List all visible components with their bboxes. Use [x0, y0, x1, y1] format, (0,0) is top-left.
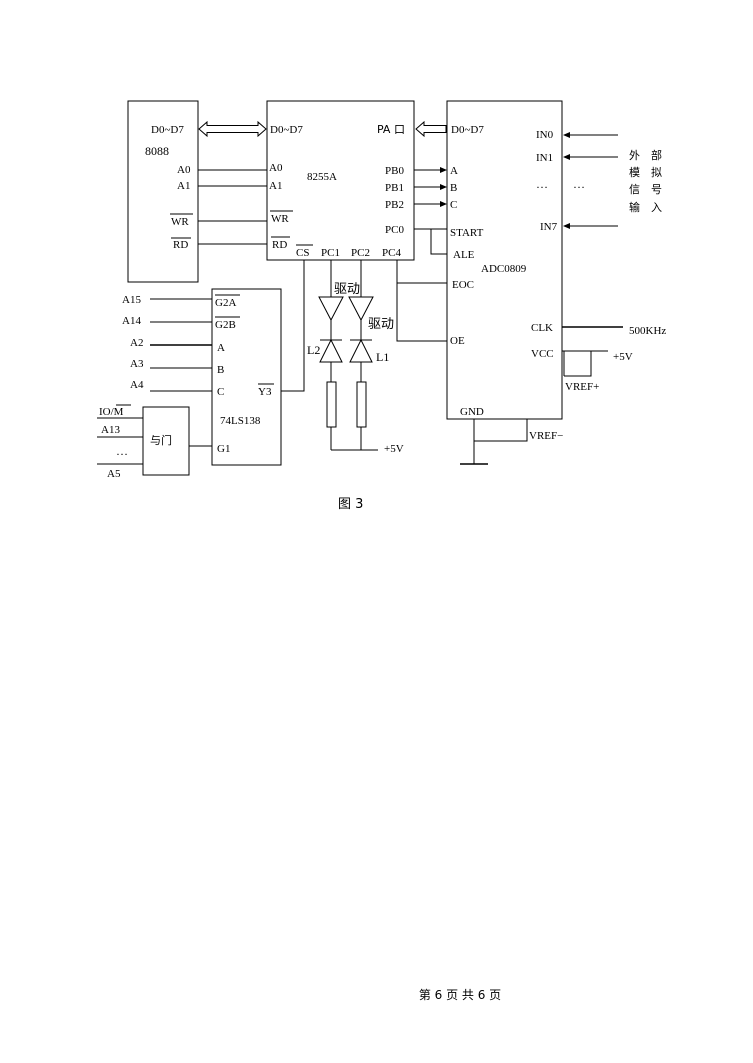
figure-caption: 图 3: [338, 497, 363, 512]
ppi-pc0-label: PC0: [385, 224, 404, 236]
dec-g1-label: G1: [217, 443, 230, 455]
data-bus-arrow-left: [198, 120, 267, 138]
adc-eoc-label: EOC: [452, 279, 474, 291]
analog-line-3: 信 号: [629, 183, 662, 196]
vcc-supply-label: +5V: [613, 351, 633, 363]
ppi-cs-label: CS: [296, 247, 309, 259]
dec-g2b-label: G2B: [215, 319, 236, 331]
decoder-74ls138: G2A G2B A B C Y3 74LS138 G1 A15 A14 A2 A…: [122, 288, 282, 466]
cpu-a0-label: A0: [177, 164, 191, 176]
dec-in-a2: A2: [130, 337, 143, 349]
ppi-pc2-label: PC2: [351, 247, 370, 259]
dec-c-label: C: [217, 386, 224, 398]
dec-a-label: A: [217, 342, 225, 354]
dec-name: 74LS138: [220, 415, 261, 427]
driver-label-1: 驱动: [334, 282, 360, 297]
chip-8255a: D0~D7 A0 A1 8255A WR RD PA 口 PB0 PB1 PB2…: [266, 100, 415, 261]
cpu-name: 8088: [145, 144, 169, 158]
ppi-pc1-label: PC1: [321, 247, 340, 259]
dec-g2a-label: G2A: [215, 297, 236, 309]
cpu-data-bus-label: D0~D7: [151, 124, 184, 136]
dec-in-a14: A14: [122, 315, 141, 327]
chip-adc0809: D0~D7 A B C START ALE ADC0809 EOC OE IN0…: [446, 100, 599, 442]
data-bus-arrow-right: [415, 120, 447, 138]
ppi-a1-label: A1: [269, 180, 282, 192]
dec-in-a15: A15: [122, 294, 141, 306]
plus5v-label: +5V: [384, 443, 404, 455]
and-in-a5: A5: [107, 468, 121, 480]
adc-name: ADC0809: [481, 263, 527, 275]
led-driver: 驱动 驱动 L2 L1 +5V: [307, 282, 404, 455]
cpu-wr-label: WR: [171, 216, 189, 228]
ppi-a0-label: A0: [269, 162, 283, 174]
adc-clk-label: CLK: [531, 322, 553, 334]
dec-y3-label: Y3: [258, 386, 272, 398]
and-gate: 与门 IO/M A13 … A5: [99, 404, 190, 480]
adc-vref-plus-label: VREF+: [565, 381, 599, 393]
cpu-rd-label: RD: [173, 239, 188, 251]
adc-start-label: START: [450, 227, 484, 239]
and-in-io-m: IO/M: [99, 406, 124, 418]
page-footer: 第 6 页 共 6 页: [418, 988, 502, 1002]
analog-line-4: 输 入: [629, 200, 662, 214]
driver-label-2: 驱动: [368, 317, 394, 332]
adc-a-label: A: [450, 165, 458, 177]
adc-c-label: C: [450, 199, 457, 211]
led-l1-label: L1: [376, 350, 389, 364]
and-in-a13: A13: [101, 424, 120, 436]
adc-in1-label: IN1: [536, 152, 553, 164]
adc-b-label: B: [450, 182, 457, 194]
adc-dots-label: …: [536, 177, 548, 191]
ppi-pb2-label: PB2: [385, 199, 404, 211]
wiring: [97, 120, 623, 465]
adc-in0-label: IN0: [536, 129, 554, 141]
adc-ale-label: ALE: [453, 249, 475, 261]
adc-vref-minus-label: VREF−: [529, 430, 563, 442]
led-l2-label: L2: [307, 343, 320, 357]
cpu-8088: D0~D7 8088 A0 A1 WR RD: [127, 100, 199, 283]
and-gate-label: 与门: [150, 433, 172, 447]
ppi-d0d7-label: D0~D7: [270, 124, 303, 136]
adc-vcc-label: VCC: [531, 348, 554, 360]
ppi-name: 8255A: [307, 171, 337, 183]
analog-input-labels: 外 部 模 拟 信 号 输 入 … 500KHz +5V: [573, 148, 666, 363]
dec-in-a3: A3: [130, 358, 144, 370]
and-in-dots: …: [116, 444, 128, 458]
analog-line-1: 外 部: [629, 148, 662, 162]
analog-dots: …: [573, 177, 585, 191]
ppi-wr-label: WR: [271, 213, 289, 225]
ppi-rd-label: RD: [272, 239, 287, 251]
adc-oe-label: OE: [450, 335, 465, 347]
ppi-pb1-label: PB1: [385, 182, 404, 194]
dec-b-label: B: [217, 364, 224, 376]
ppi-pb0-label: PB0: [385, 165, 404, 177]
cpu-a1-label: A1: [177, 180, 190, 192]
adc-gnd-label: GND: [460, 406, 484, 418]
analog-line-2: 模 拟: [629, 165, 662, 179]
adc-in7-label: IN7: [540, 221, 558, 233]
dec-in-a4: A4: [130, 379, 144, 391]
clock-freq-label: 500KHz: [629, 325, 666, 337]
ppi-pc4-label: PC4: [382, 247, 401, 259]
adc-d0d7-label: D0~D7: [451, 124, 484, 136]
ppi-pa-label: PA 口: [377, 123, 405, 136]
